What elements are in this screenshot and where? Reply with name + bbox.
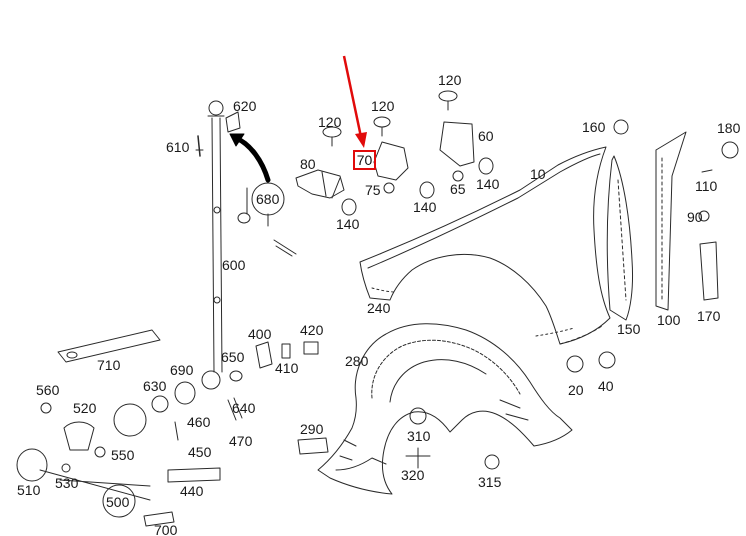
label-510: 510 [17,482,41,498]
label-60: 60 [478,128,494,144]
label-600: 600 [222,257,246,273]
label-290: 290 [300,421,324,437]
label-560: 560 [36,382,60,398]
label-150: 150 [617,321,641,337]
label-550: 550 [111,447,135,463]
label-450: 450 [188,444,212,460]
label-310: 310 [407,428,431,444]
label-400: 400 [248,326,272,342]
support-rod-part [201,100,241,390]
wheel-arch-liner-part [317,323,573,495]
label-460: 460 [187,414,211,430]
label-10: 10 [530,166,546,182]
label-80: 80 [300,156,316,172]
label-610: 610 [166,139,190,155]
label-680: 680 [256,191,280,207]
label-530: 530 [55,475,79,491]
label-65: 65 [450,181,466,197]
label-315: 315 [478,474,502,490]
label-420: 420 [300,322,324,338]
label-470: 470 [229,433,253,449]
arrow-680 [229,133,297,257]
label-170: 170 [697,308,721,324]
label-20: 20 [568,382,584,398]
label-710: 710 [97,357,121,373]
label-280: 280 [345,353,369,369]
label-640: 640 [232,400,256,416]
label-110: 110 [695,178,718,194]
label-160: 160 [582,119,606,135]
label-180: 180 [717,120,741,136]
label-520: 520 [73,400,97,416]
label-120-c: 120 [438,72,462,88]
label-140-b: 140 [413,199,437,215]
label-40: 40 [598,378,614,394]
label-140-a: 140 [336,216,360,232]
label-240: 240 [367,300,391,316]
label-120-a: 120 [318,114,342,130]
label-440: 440 [180,483,204,499]
label-320: 320 [401,467,425,483]
label-75: 75 [365,182,381,198]
label-120-b: 120 [371,98,395,114]
label-100: 100 [657,312,681,328]
label-620: 620 [233,98,257,114]
right-strips [606,119,739,321]
label-90: 90 [687,209,703,225]
label-690: 690 [170,362,194,378]
label-650: 650 [221,349,245,365]
lower-left-parts [16,329,616,527]
fender-part [359,146,611,345]
label-140-c: 140 [476,176,500,192]
label-630: 630 [143,378,167,394]
label-410: 410 [275,360,299,376]
label-500: 500 [106,494,130,510]
label-700: 700 [154,522,178,536]
label-70-highlighted[interactable]: 70 [353,150,376,170]
